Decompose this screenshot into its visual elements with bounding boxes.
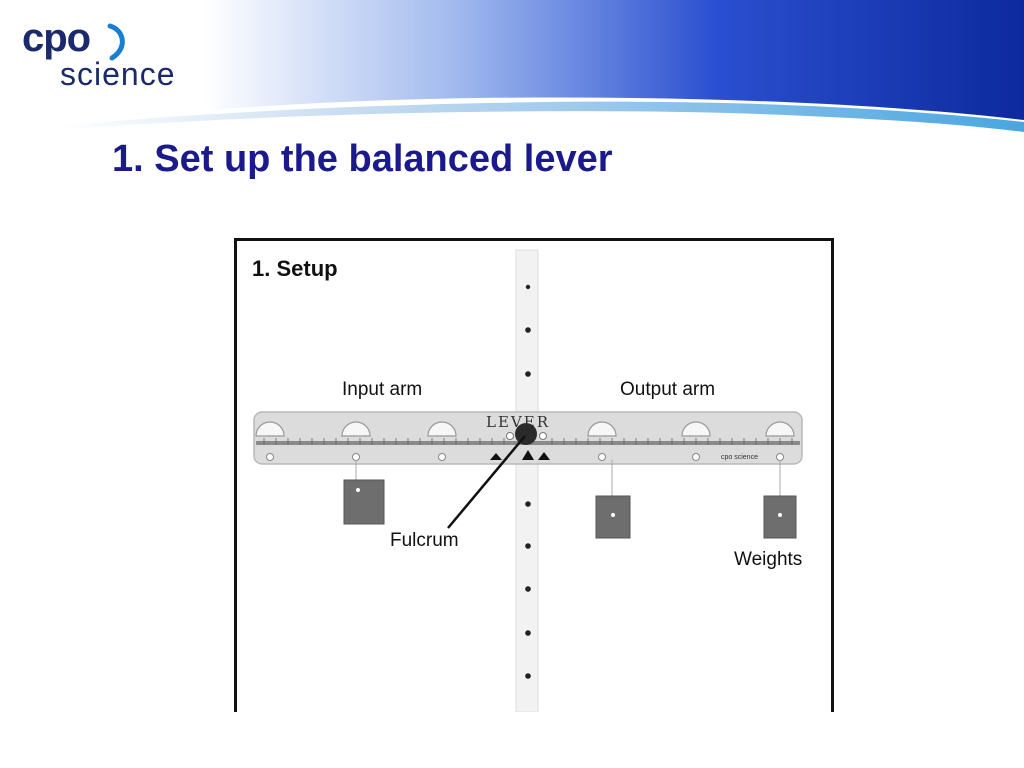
- label-output-arm: Output arm: [620, 379, 715, 400]
- pivot-hole-left: [506, 432, 514, 440]
- vertical-stand: [515, 249, 539, 712]
- peg-holders: [255, 421, 795, 437]
- peg-holes: [266, 453, 784, 461]
- label-weights: Weights: [734, 549, 802, 570]
- weight-middle-hole: [611, 513, 615, 517]
- cpo-science-logo: cpo science: [22, 16, 202, 96]
- fulcrum-pivot: [515, 423, 537, 445]
- banner-swoosh: [60, 101, 1024, 132]
- header-banner: [0, 0, 1024, 132]
- logo-text-cpo: cpo: [22, 16, 91, 60]
- figure-heading: 1. Setup: [252, 256, 338, 281]
- pivot-hole-right: [539, 432, 547, 440]
- logo-text-science: science: [60, 56, 176, 92]
- fulcrum-callout-line: [447, 435, 526, 529]
- fulcrum-triangles: [490, 450, 550, 460]
- logo-arc-icon: [107, 23, 125, 61]
- label-input-arm: Input arm: [342, 379, 422, 400]
- weight-left: [343, 479, 385, 525]
- lever-scale-ticks: [263, 438, 793, 445]
- banner-band: [0, 0, 1024, 126]
- lever-setup-figure: 1. Setup Input arm Output arm: [234, 238, 834, 712]
- slide-title: 1. Set up the balanced lever: [112, 138, 613, 180]
- weight-right-hole: [778, 513, 782, 517]
- lever-brand: cpo science: [721, 454, 758, 461]
- stand-holes: [525, 284, 531, 679]
- label-fulcrum: Fulcrum: [390, 530, 459, 551]
- weight-left-hole: [356, 488, 360, 492]
